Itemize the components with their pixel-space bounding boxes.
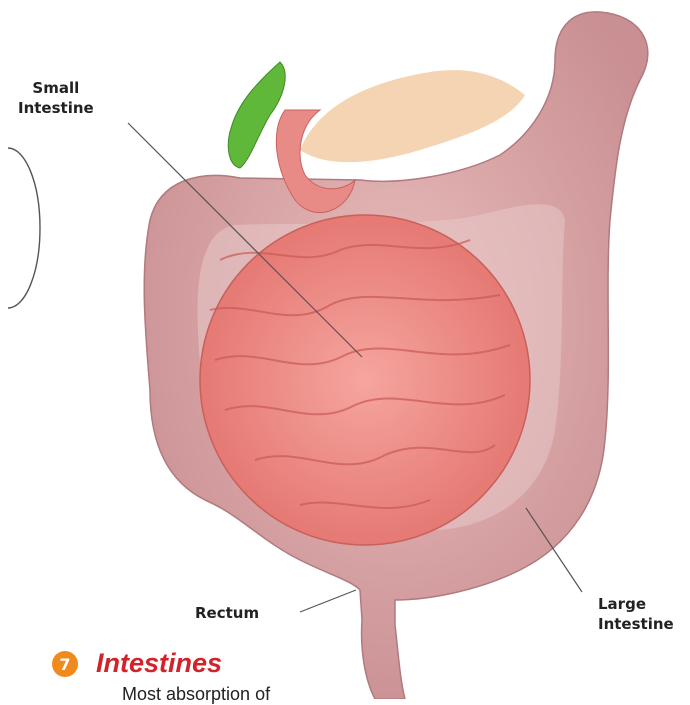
- rectum-leader: [300, 590, 356, 612]
- label-rectum: Rectum: [195, 603, 259, 623]
- left-circle-arc: [8, 148, 40, 308]
- label-large-intestine: Large Intestine: [598, 594, 674, 634]
- section-body-text: Most absorption of: [122, 684, 270, 705]
- label-small-intestine: Small Intestine: [18, 78, 94, 118]
- section-title: Intestines: [96, 648, 222, 679]
- small-intestine-shape: [200, 215, 530, 545]
- section-number-badge: 7: [52, 651, 78, 677]
- pancreas-shape: [300, 70, 525, 162]
